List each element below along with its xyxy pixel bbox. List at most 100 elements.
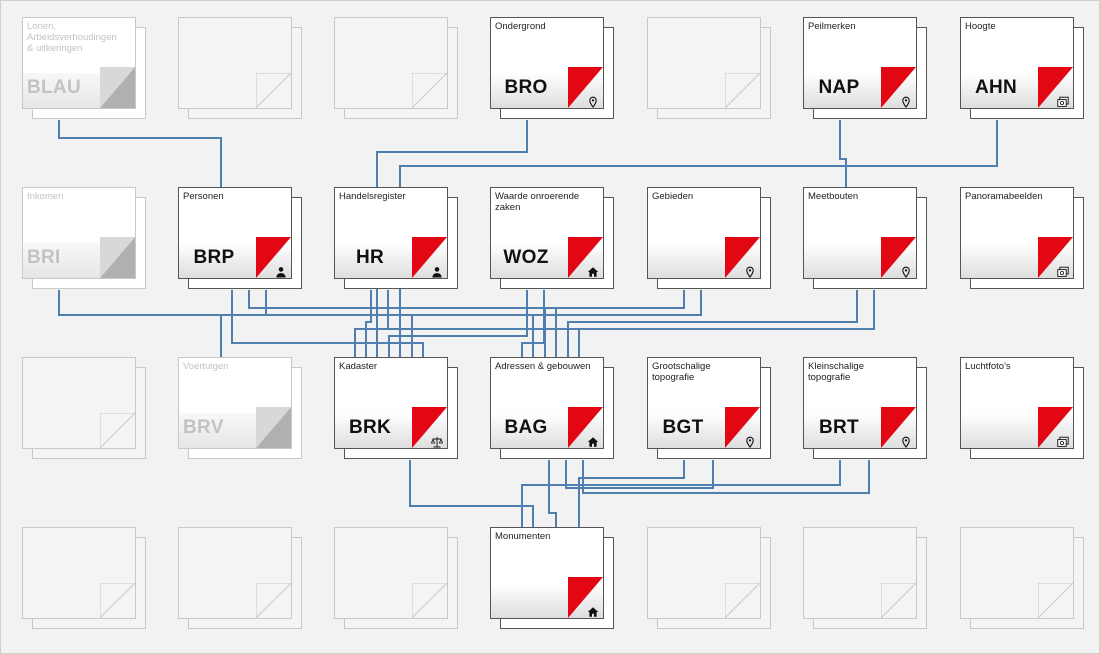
register-card-hr[interactable]: Handelsregister HR	[334, 187, 458, 290]
register-name: Gebieden	[652, 191, 694, 202]
register-card-brv[interactable]: Voertuigen BRV	[178, 357, 302, 460]
register-name: Lonen, Arbeidsverhoudingen & uitkeringen	[27, 21, 117, 54]
photo-icon	[1057, 266, 1069, 277]
folded-corner	[256, 583, 291, 618]
card-face: Adressen & gebouwen BAG	[490, 357, 604, 449]
register-card-bri[interactable]: Inkomen BRI	[22, 187, 146, 290]
register-code: BRI	[27, 247, 61, 268]
register-card-empty-r4c7[interactable]	[960, 527, 1084, 630]
card-face: Gebieden	[647, 187, 761, 279]
register-card-empty-r4c6[interactable]	[803, 527, 927, 630]
register-card-nap[interactable]: Peilmerken NAP	[803, 17, 927, 120]
card-face: Voertuigen BRV	[178, 357, 292, 449]
register-card-brt[interactable]: Kleinschalige topografie BRT	[803, 357, 927, 460]
red-flag	[725, 407, 760, 448]
link-brp-bag	[248, 290, 557, 357]
register-card-empty-r1c2[interactable]	[178, 17, 302, 120]
register-card-blau[interactable]: Lonen, Arbeidsverhoudingen & uitkeringen…	[22, 17, 146, 120]
link-meetbouten-brk	[354, 290, 875, 357]
red-flag	[881, 237, 916, 278]
folded-corner	[412, 73, 447, 108]
map-pin-icon	[902, 96, 910, 108]
register-card-empty-r3c1[interactable]	[22, 357, 146, 460]
register-code-hr: HR	[355, 247, 385, 268]
card-face: Handelsregister HR	[334, 187, 448, 279]
link-woz-brk	[388, 290, 528, 357]
register-card-empty-r4c2[interactable]	[178, 527, 302, 630]
red-flag	[568, 237, 603, 278]
link-bag-bgt	[565, 460, 714, 489]
red-flag	[881, 407, 916, 448]
card-face: Waarde onroerende zaken WOZ	[490, 187, 604, 279]
card-face: Peilmerken NAP	[803, 17, 917, 109]
register-name: Panoramabeelden	[965, 191, 1043, 202]
register-name: Personen	[183, 191, 224, 202]
card-face	[647, 17, 761, 109]
folded-corner	[725, 583, 760, 618]
card-face	[960, 527, 1074, 619]
photo-icon	[1057, 436, 1069, 447]
register-name: Kleinschalige topografie	[808, 361, 864, 383]
register-card-panoramabeelden[interactable]: Panoramabeelden	[960, 187, 1084, 290]
register-card-bgt[interactable]: Grootschalige topografie BGT	[647, 357, 771, 460]
card-face: Inkomen BRI	[22, 187, 136, 279]
register-card-empty-r4c5[interactable]	[647, 527, 771, 630]
register-code-ahn: AHN	[974, 77, 1018, 98]
card-face: Grootschalige topografie BGT	[647, 357, 761, 449]
register-card-brp[interactable]: Personen BRP	[178, 187, 302, 290]
register-card-gebieden[interactable]: Gebieden	[647, 187, 771, 290]
link-brk-monumenten	[409, 460, 534, 527]
register-card-meetbouten[interactable]: Meetbouten	[803, 187, 927, 290]
register-card-bro[interactable]: Ondergrond BRO	[490, 17, 614, 120]
house-icon	[587, 267, 599, 277]
register-name: Waarde onroerende zaken	[495, 191, 580, 213]
register-card-empty-r1c5[interactable]	[647, 17, 771, 120]
folded-corner	[100, 413, 135, 448]
register-card-bag[interactable]: Adressen & gebouwen BAG	[490, 357, 614, 460]
register-card-empty-r4c1[interactable]	[22, 527, 146, 630]
card-face: Kadaster BRK	[334, 357, 448, 449]
red-flag	[1038, 237, 1073, 278]
register-code-nap: NAP	[818, 77, 860, 98]
red-flag	[881, 67, 916, 108]
link-gebieden-bag	[544, 290, 685, 357]
house-icon	[587, 437, 599, 447]
register-card-ahn[interactable]: Hoogte AHN	[960, 17, 1084, 120]
register-card-brk[interactable]: Kadaster BRK	[334, 357, 458, 460]
register-code-bgt: BGT	[662, 417, 704, 438]
link-brp-brk	[231, 290, 424, 357]
folded-corner	[100, 583, 135, 618]
red-flag	[1038, 407, 1073, 448]
register-name: Ondergrond	[495, 21, 546, 32]
register-name: Hoogte	[965, 21, 996, 32]
folded-corner	[412, 583, 447, 618]
red-flag	[568, 577, 603, 618]
register-code-brp: BRP	[193, 247, 235, 268]
link-bag-brt	[582, 460, 870, 494]
register-card-luchtfotos[interactable]: Luchtfoto's	[960, 357, 1084, 460]
map-pin-icon	[902, 436, 910, 448]
card-face: Personen BRP	[178, 187, 292, 279]
register-name: Voertuigen	[183, 361, 229, 372]
register-name: Meetbouten	[808, 191, 859, 202]
register-name: Grootschalige topografie	[652, 361, 711, 383]
link-meetbouten-bag	[567, 290, 858, 357]
card-face	[178, 17, 292, 109]
register-name: Peilmerken	[808, 21, 856, 32]
red-flag	[568, 67, 603, 108]
register-code-brk: BRK	[348, 417, 392, 438]
person-icon	[432, 267, 442, 278]
person-icon	[276, 267, 286, 278]
card-face	[334, 17, 448, 109]
register-card-empty-r1c3[interactable]	[334, 17, 458, 120]
register-card-empty-r4c3[interactable]	[334, 527, 458, 630]
link-bri-bag	[58, 290, 534, 357]
register-name: Inkomen	[27, 191, 64, 202]
folded-corner	[100, 67, 135, 108]
link-gebieden-brk	[411, 290, 702, 357]
register-card-woz[interactable]: Waarde onroerende zaken WOZ	[490, 187, 614, 290]
register-card-monumenten[interactable]: Monumenten	[490, 527, 614, 630]
card-face	[803, 527, 917, 619]
